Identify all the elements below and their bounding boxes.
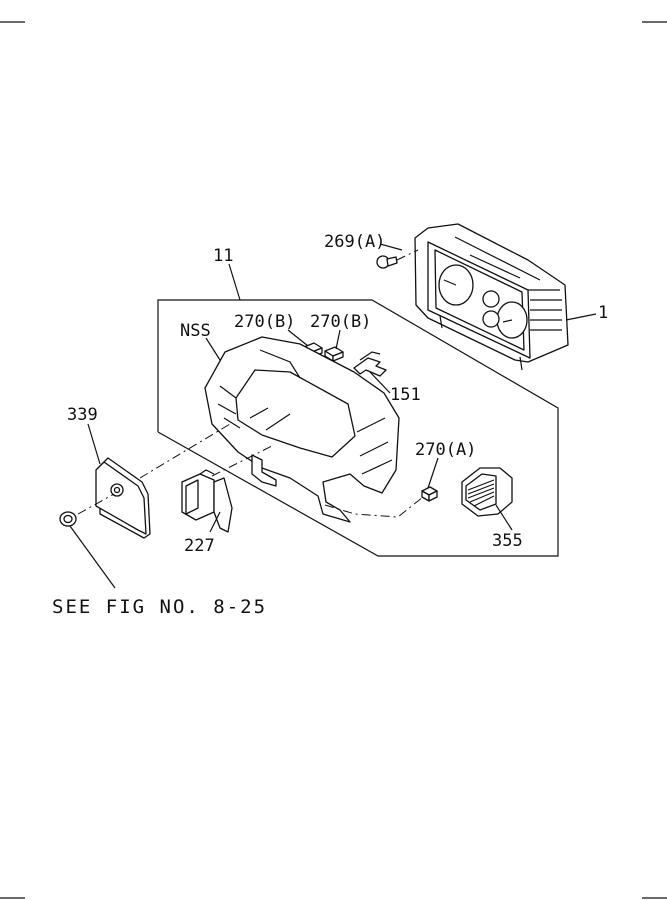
callout-269a: 269(A): [324, 232, 385, 252]
cover-plate-339: [95, 457, 151, 539]
clip-270a: [421, 486, 438, 502]
cluster-bezel: [204, 336, 400, 523]
callout-270a: 270(A): [415, 440, 476, 460]
screw-269a: [376, 249, 419, 269]
assembly-dash-lines: [77, 423, 424, 518]
callout-270b-right: 270(B): [310, 312, 371, 332]
callout-11: 11: [213, 246, 233, 266]
callout-labels: 269(A) 1 11 270(B) 270(B) NSS 151 339 27…: [67, 232, 608, 556]
clip-270b-pair: [303, 342, 344, 362]
callout-355: 355: [492, 531, 523, 551]
assembly-boundary-outline: [157, 299, 559, 557]
callout-151: 151: [390, 385, 421, 405]
callout-227: 227: [184, 536, 215, 556]
callout-339: 339: [67, 405, 98, 425]
switch-227: [181, 469, 233, 533]
callout-270b-left: 270(B): [234, 312, 295, 332]
callout-leaders: [69, 243, 597, 589]
callout-nss: NSS: [180, 321, 211, 341]
air-vent-355: [461, 467, 513, 517]
bracket-151: [353, 351, 387, 377]
callout-1: 1: [598, 303, 608, 323]
knob-bulb: [59, 511, 77, 527]
page-corner-marks: [0, 21, 667, 899]
reference-note: SEE FIG NO. 8-25: [52, 596, 267, 618]
instrument-cluster: [414, 223, 569, 371]
